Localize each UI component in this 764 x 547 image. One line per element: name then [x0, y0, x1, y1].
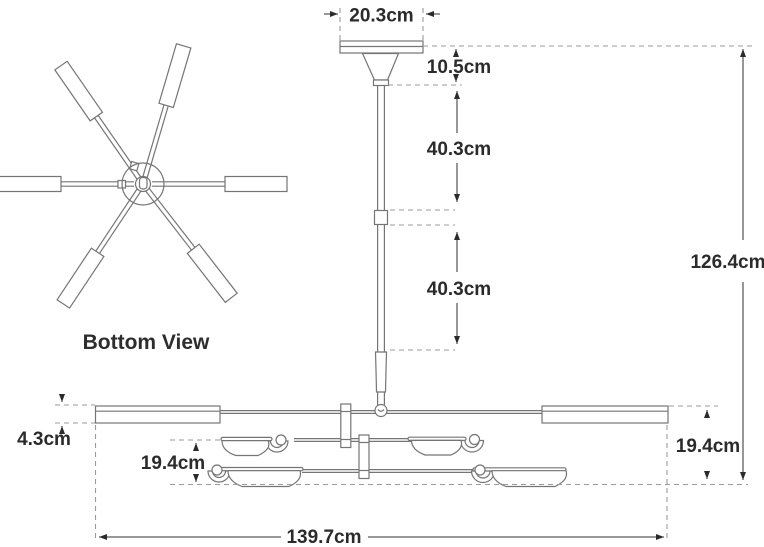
dim-overall-width: 139.7cm	[94, 425, 668, 547]
arm-lower-right	[145, 187, 239, 304]
dim-upper-stem-label: 40.3cm	[427, 139, 491, 160]
dim-tier-drop-right: 19.4cm	[170, 405, 748, 486]
dim-lower-stem: 40.3cm	[390, 232, 491, 351]
dim-canopy-width-label: 20.3cm	[349, 6, 413, 27]
dim-overall-height-label: 126.4cm	[690, 252, 764, 273]
dim-canopy-drop: 10.5cm	[388, 49, 491, 86]
bottom-right-shade	[470, 464, 568, 488]
stem-ball-joint	[374, 403, 388, 418]
dim-tier-drop-right-label: 19.4cm	[676, 436, 740, 457]
left-light-bar	[94, 405, 221, 424]
stem-sleeve	[374, 351, 388, 393]
middle-right-shade	[407, 433, 485, 456]
tier-connector-lower	[358, 434, 370, 480]
dim-tier-drop-left-label: 19.4cm	[141, 453, 205, 474]
arm-lower-left	[56, 188, 142, 309]
dim-arm-thickness-label: 4.3cm	[17, 429, 71, 450]
dim-lower-stem-label: 40.3cm	[427, 279, 491, 300]
canopy-cone	[361, 52, 400, 81]
arm-left	[0, 175, 134, 193]
dim-canopy-width: 20.3cm	[324, 6, 440, 40]
middle-left-shade	[220, 434, 289, 457]
dim-arm-thickness: 4.3cm	[17, 394, 95, 450]
stem-coupler	[373, 209, 389, 226]
right-light-bar	[541, 405, 669, 424]
dim-tier-drop-left: 19.4cm	[141, 439, 222, 482]
bottom-view: Bottom View	[0, 42, 288, 354]
arm-right	[152, 175, 288, 193]
dim-canopy-drop-label: 10.5cm	[427, 57, 491, 78]
bottom-view-label: Bottom View	[83, 331, 210, 354]
dim-overall-width-label: 139.7cm	[286, 527, 361, 547]
arm-upper-right	[142, 42, 192, 179]
side-view	[94, 40, 669, 488]
hub-outer-circle	[121, 162, 165, 206]
bottom-left-shade	[207, 464, 304, 488]
dim-overall-height: 126.4cm	[423, 45, 764, 480]
tier-connector-upper	[340, 403, 352, 449]
hub-keyhole	[138, 176, 148, 190]
dim-upper-stem: 40.3cm	[390, 91, 491, 226]
